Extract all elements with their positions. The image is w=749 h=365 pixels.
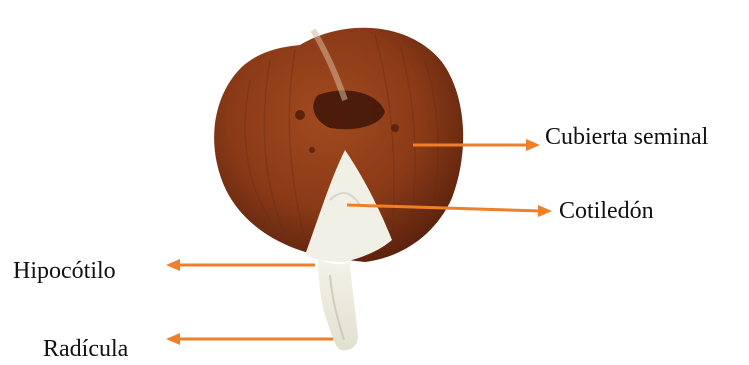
label-cotiledon: Cotiledón xyxy=(559,199,654,223)
label-cubierta-seminal: Cubierta seminal xyxy=(545,125,708,149)
radicle-hypocotyl xyxy=(318,258,358,350)
label-radicula: Radícula xyxy=(43,337,128,361)
arrow-hipocotilo xyxy=(166,259,315,271)
label-hipocotilo: Hipocótilo xyxy=(13,259,116,283)
arrow-radicula xyxy=(166,333,333,345)
